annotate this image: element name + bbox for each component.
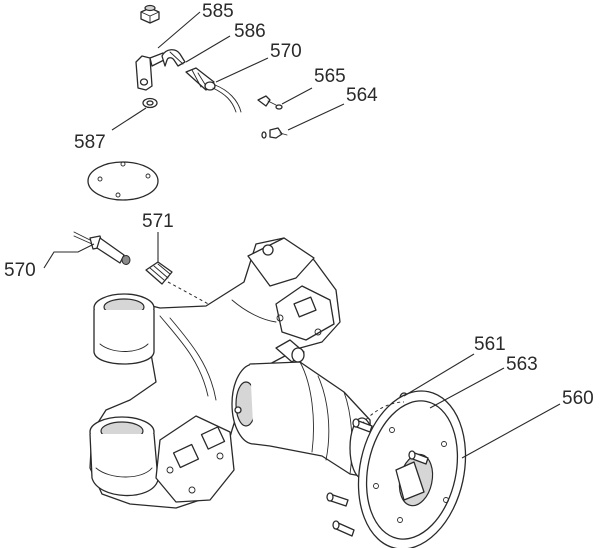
part-flange-560 — [357, 390, 467, 548]
leader-564 — [287, 103, 345, 131]
callout-571: 571 — [142, 211, 174, 232]
part-clip-586 — [161, 49, 186, 67]
part-nut-585 — [140, 4, 160, 24]
callout-labels: 585 586 570 565 564 587 571 570 561 563 … — [4, 1, 594, 409]
part-washer-587 — [142, 97, 158, 109]
callout-560: 560 — [562, 388, 594, 409]
part-cover-plate — [87, 161, 159, 201]
callout-564: 564 — [346, 85, 378, 106]
leader-586 — [185, 35, 231, 63]
part-sensor-570-top — [185, 67, 242, 113]
callout-587: 587 — [74, 132, 106, 153]
callout-565: 565 — [314, 66, 346, 87]
part-sensor-570-left — [73, 231, 131, 265]
part-screw-565 — [257, 95, 283, 110]
callout-586: 586 — [234, 21, 266, 42]
part-screw-564 — [261, 127, 288, 139]
leader-560 — [461, 403, 561, 459]
part-spindle — [231, 361, 375, 479]
leader-565 — [281, 87, 313, 105]
part-bolts-flange — [326, 418, 429, 537]
callout-585: 585 — [202, 1, 234, 22]
callout-570-top: 570 — [270, 41, 302, 62]
leader-lines — [43, 11, 561, 459]
callout-570-left: 570 — [4, 260, 36, 281]
callout-561: 561 — [474, 334, 506, 355]
leader-563 — [429, 367, 505, 409]
leader-570-top — [215, 57, 269, 83]
leader-561 — [403, 353, 475, 397]
callout-563: 563 — [506, 354, 538, 375]
leader-587 — [111, 107, 147, 131]
part-sleeve-571 — [145, 261, 213, 307]
leader-585 — [157, 11, 201, 49]
part-axle-housing — [89, 237, 341, 509]
leader-570-left — [43, 243, 95, 269]
